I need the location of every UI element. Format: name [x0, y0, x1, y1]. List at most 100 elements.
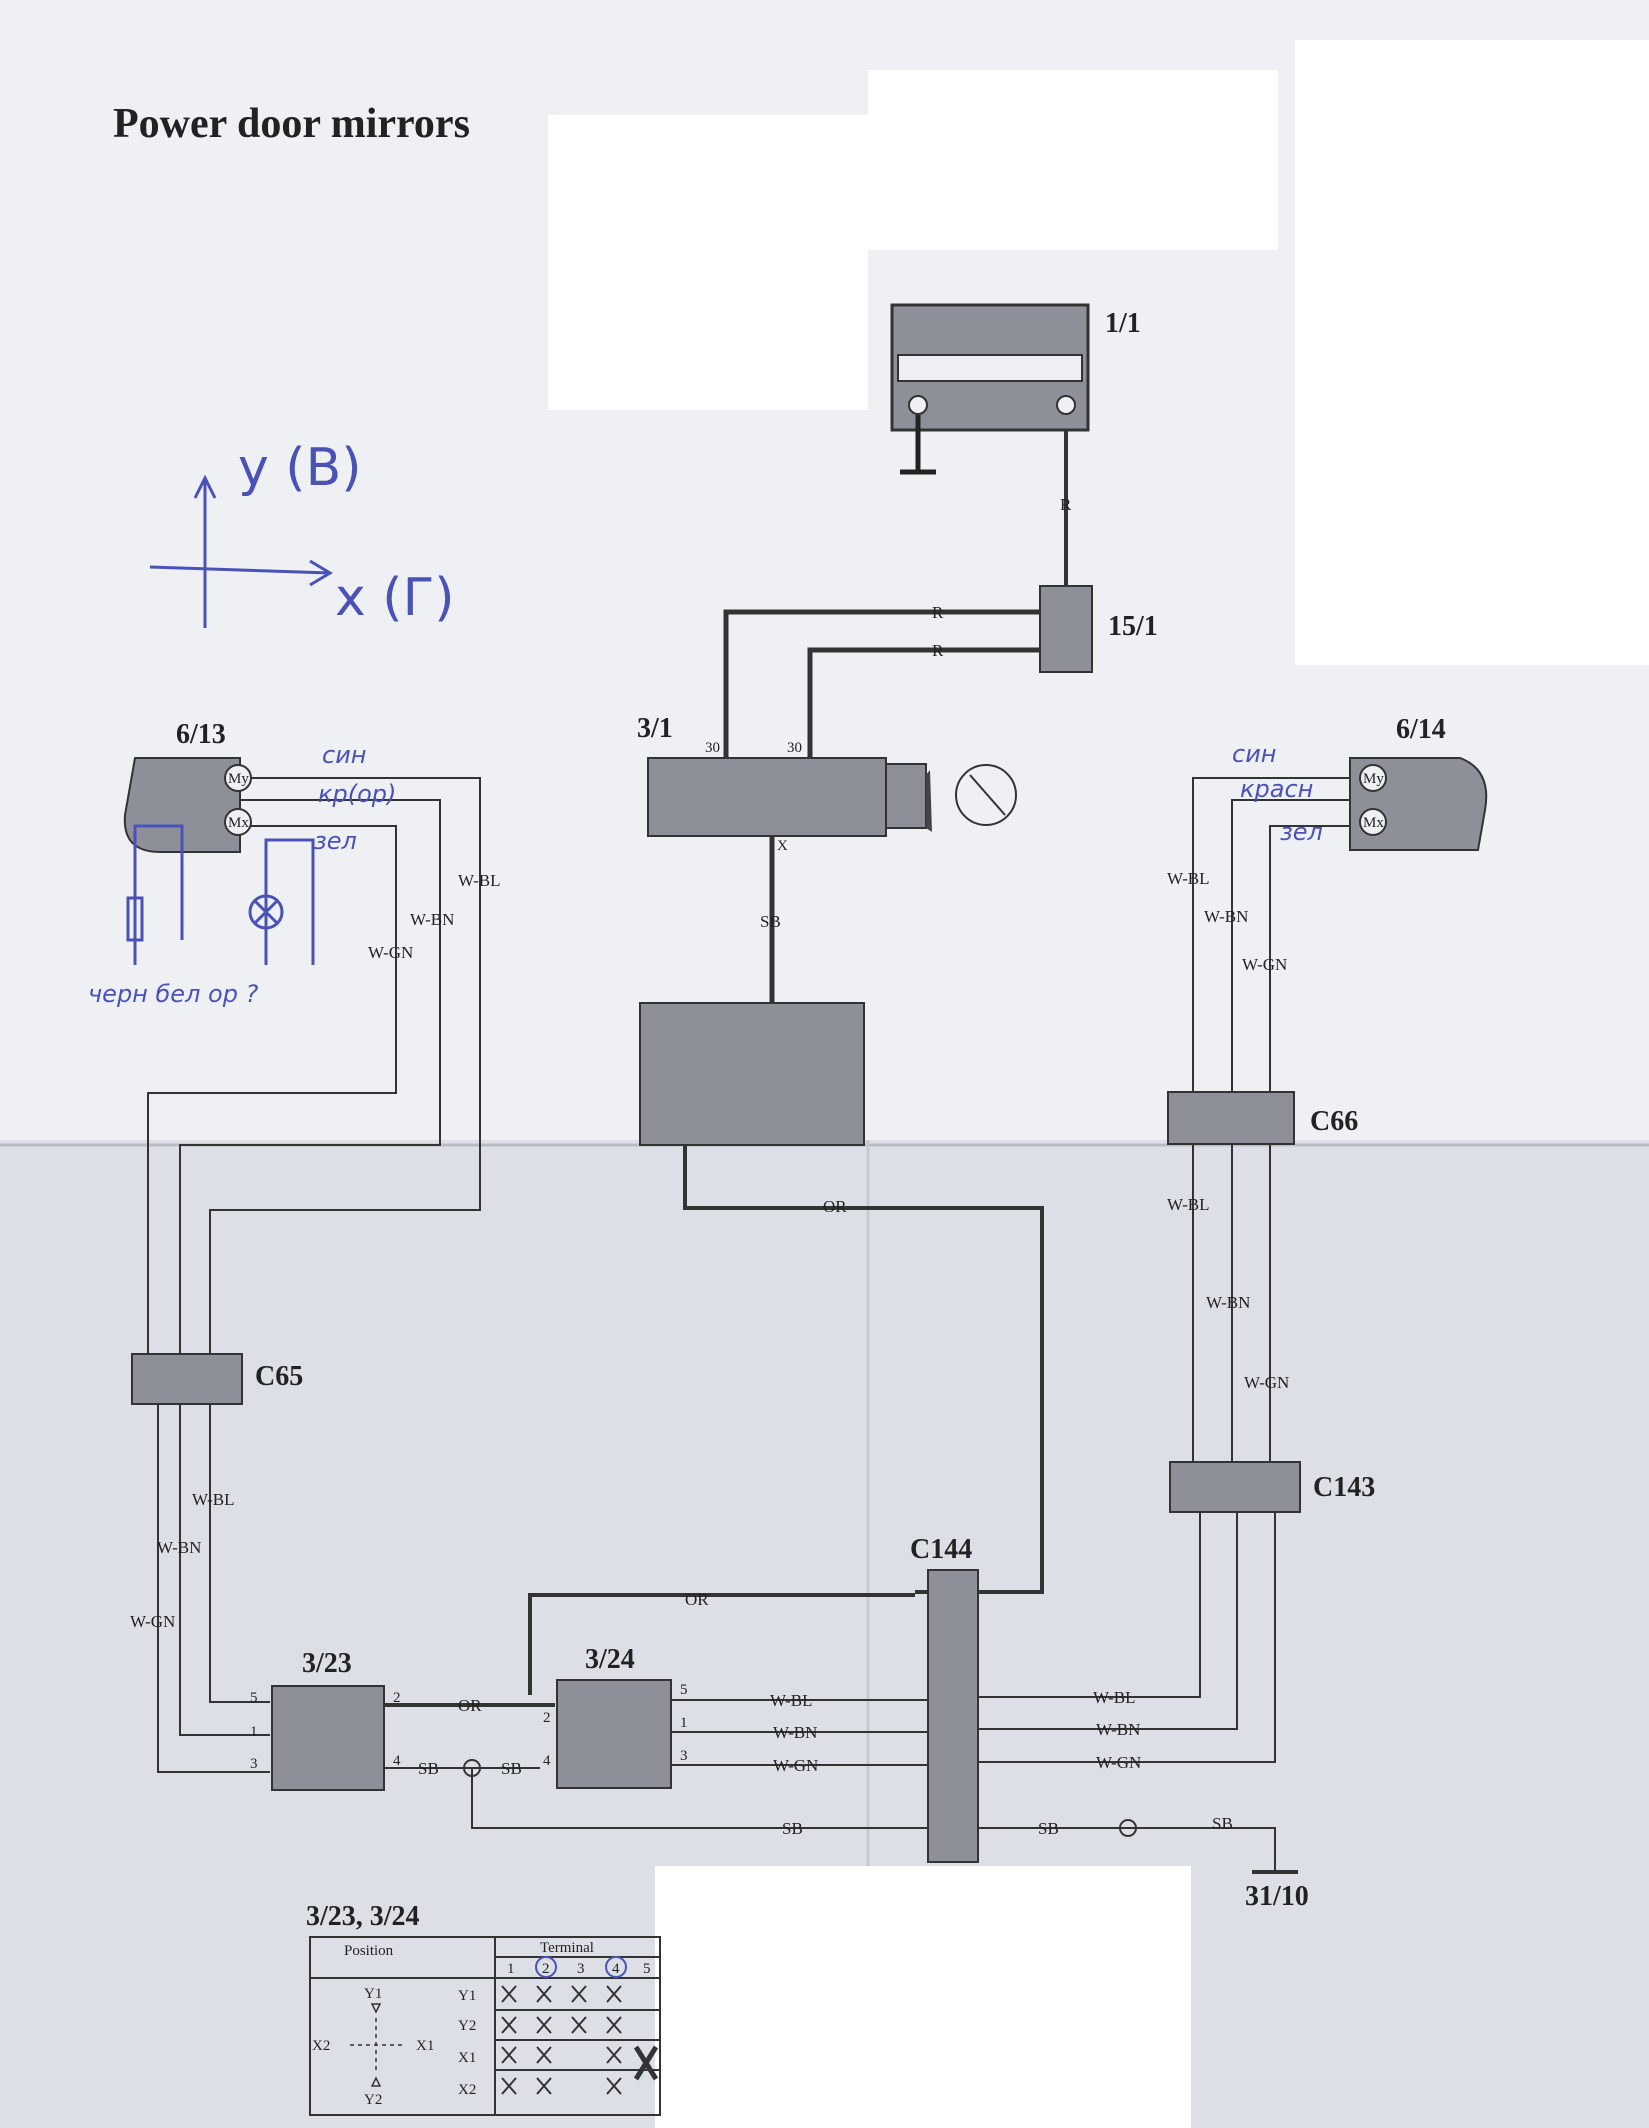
mirror-6-13: My Mx — [123, 757, 252, 853]
handwritten-axes — [149, 474, 333, 628]
handwritten-right-sin: син — [1232, 740, 1276, 768]
pin-3: 3 — [250, 1756, 258, 1772]
wire-label-wbn: W-BN — [410, 910, 454, 929]
c65-label: C65 — [255, 1361, 303, 1392]
wire-label-wbl: W-BL — [458, 871, 501, 890]
wire-label-wgn: W-GN — [1096, 1753, 1141, 1772]
wire-label-wbn: W-BN — [1206, 1293, 1250, 1312]
wire-label-r: R — [932, 603, 944, 622]
wire-label-sb: SB — [1038, 1819, 1059, 1838]
motor-my-label: My — [228, 771, 249, 787]
table-terminal-5: 5 — [643, 1961, 651, 1977]
handwritten-circle — [535, 1956, 557, 1978]
terminal-30: 30 — [705, 740, 720, 756]
wire-label-wgn: W-GN — [773, 1756, 818, 1775]
c144-label: C144 — [910, 1534, 972, 1565]
handwritten-left-zel: зел — [314, 827, 357, 855]
terminal-x: X — [777, 838, 788, 854]
switch-3-24 — [556, 1679, 672, 1789]
relay-block — [639, 1002, 865, 1146]
table-row-x2: X2 — [458, 2082, 476, 2098]
mirror-right-label: 6/14 — [1396, 714, 1446, 745]
blank-patch — [868, 70, 1278, 250]
handwritten-axis-x: x (Г) — [335, 568, 455, 628]
fuse-label: 15/1 — [1108, 611, 1158, 642]
wire-label-sb: SB — [418, 1759, 439, 1778]
wire-label-wbl: W-BL — [1167, 869, 1210, 888]
handwritten-legend: черн бел ор ? — [88, 980, 259, 1008]
connector-c144 — [927, 1569, 979, 1863]
mirror-left-label: 6/13 — [176, 719, 226, 750]
handwritten-left-sin: син — [322, 741, 366, 769]
page-title: Power door mirrors — [113, 101, 470, 147]
wire-label-wbl: W-BL — [192, 1490, 235, 1509]
table-row-x1: X1 — [458, 2050, 476, 2066]
table-terminal-4: 4 — [612, 1961, 620, 1977]
pin-3: 3 — [680, 1748, 688, 1764]
table-marks — [501, 1985, 659, 2095]
c66-label: C66 — [1310, 1106, 1358, 1137]
connector-c66 — [1167, 1091, 1295, 1145]
pin-2: 2 — [393, 1690, 401, 1706]
table-terminal-1: 1 — [507, 1961, 515, 1977]
splice-point — [1119, 1819, 1137, 1837]
blank-patch — [548, 115, 868, 410]
pin-2: 2 — [543, 1710, 551, 1726]
pin-4: 4 — [543, 1753, 551, 1769]
c143-label: C143 — [1313, 1472, 1375, 1503]
wire-label-r: R — [1060, 495, 1072, 514]
blank-patch — [655, 1866, 1191, 2128]
pin-5: 5 — [680, 1682, 688, 1698]
battery-1-1 — [890, 303, 1090, 475]
table-row-y1: Y1 — [458, 1988, 476, 2004]
wire-label-wbl: W-BL — [770, 1691, 813, 1710]
wire-label-or: OR — [823, 1197, 847, 1216]
pin-4: 4 — [393, 1753, 401, 1769]
fuse-15-1 — [1039, 585, 1093, 673]
pin-1: 1 — [250, 1724, 258, 1740]
motor-mx-label: Mx — [1363, 815, 1384, 831]
wire-label-wgn: W-GN — [1244, 1373, 1289, 1392]
wire-label-wgn: W-GN — [368, 943, 413, 962]
pin-1: 1 — [680, 1715, 688, 1731]
wire-label-wbn: W-BN — [157, 1538, 201, 1557]
wire-label-sb: SB — [760, 912, 781, 931]
wires — [147, 415, 1350, 1874]
handwritten-right-zel: зел — [1280, 818, 1323, 846]
symbol-y1: Y1 — [364, 1986, 382, 2002]
handwritten-sketch — [126, 824, 315, 965]
battery-label: 1/1 — [1105, 308, 1141, 339]
motor-mx-label: Mx — [228, 815, 249, 831]
ignition-label: 3/1 — [637, 713, 673, 744]
handwritten-left-kr: кр(ор) — [318, 780, 396, 808]
switch-3-23 — [271, 1685, 385, 1791]
wire-label-or: OR — [685, 1590, 709, 1609]
blank-patch — [1295, 40, 1649, 665]
position-table — [309, 1936, 661, 2116]
symbol-y2: Y2 — [364, 2092, 382, 2108]
table-terminal-3: 3 — [577, 1961, 585, 1977]
wire-label-sb: SB — [501, 1759, 522, 1778]
switch-right-label: 3/24 — [585, 1644, 635, 1675]
handwritten-circle — [605, 1956, 627, 1978]
wire-label-wbl: W-BL — [1167, 1195, 1210, 1214]
mirror-6-14: My Mx — [1349, 757, 1488, 851]
connector-c143 — [1169, 1461, 1301, 1513]
splice-point — [463, 1759, 481, 1777]
wire-label-or: OR — [458, 1696, 482, 1715]
ignition-switch-3-1 — [647, 757, 1017, 837]
wire-label-sb: SB — [1212, 1814, 1233, 1833]
table-terminal-2: 2 — [542, 1961, 550, 1977]
wire-label-wgn: W-GN — [130, 1612, 175, 1631]
switch-left-label: 3/23 — [302, 1648, 352, 1679]
connector-c65 — [131, 1353, 243, 1405]
pin-5: 5 — [250, 1690, 258, 1706]
table-position-header: Position — [344, 1943, 394, 1959]
wire-label-wbn: W-BN — [773, 1723, 817, 1742]
table-row-y2: Y2 — [458, 2018, 476, 2034]
table-title: 3/23, 3/24 — [306, 1901, 420, 1932]
wire-label-wbn: W-BN — [1204, 907, 1248, 926]
wire-label-sb: SB — [782, 1819, 803, 1838]
position-symbol — [350, 2003, 402, 2087]
